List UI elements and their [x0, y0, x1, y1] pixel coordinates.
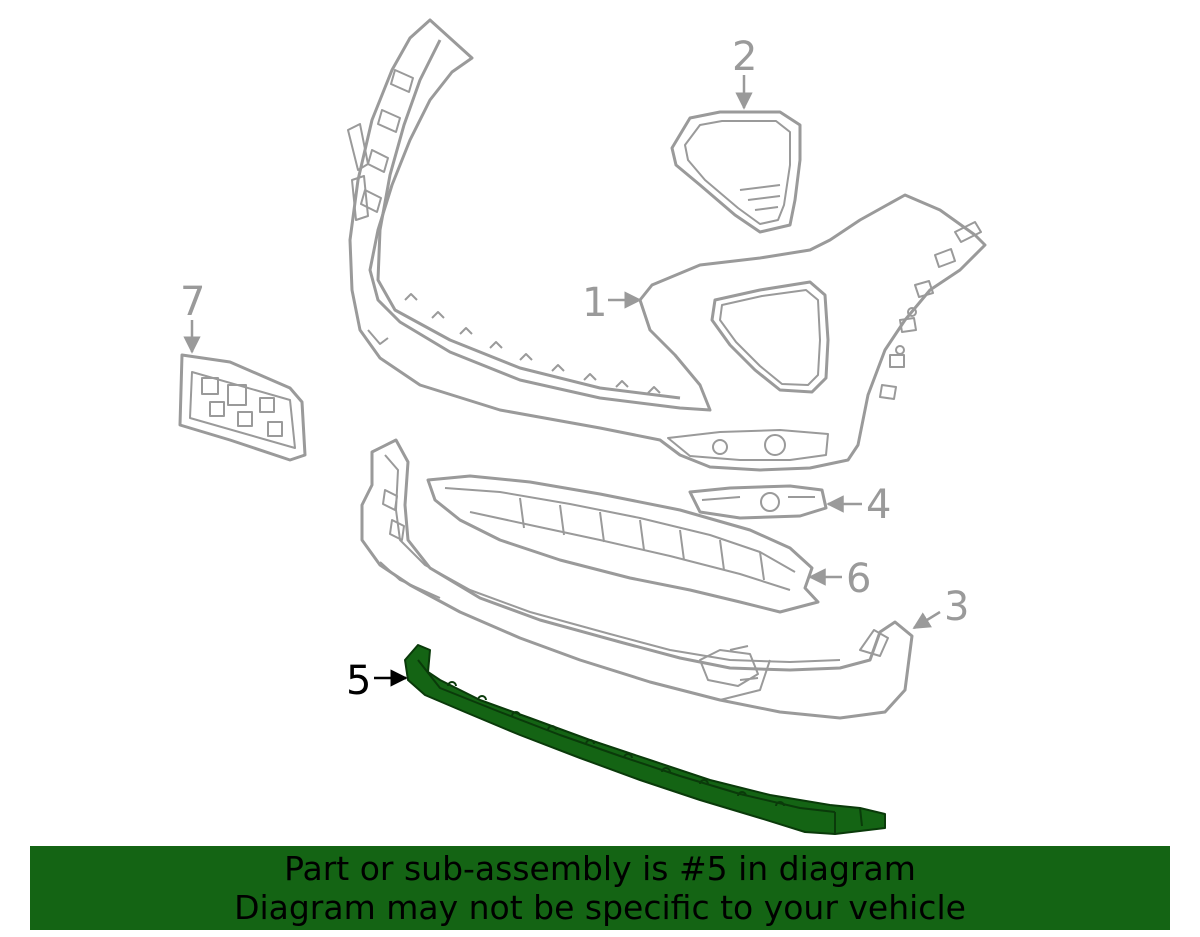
notice-banner: Part or sub-assembly is #5 in diagram Di… [30, 846, 1170, 930]
upper-bumper-cover [347, 18, 987, 472]
callout-5: 5 [346, 658, 371, 704]
callout-7: 7 [180, 279, 205, 325]
fog-lamp-bezel [670, 110, 802, 234]
callout-4: 4 [866, 482, 891, 528]
callout-1: 1 [582, 280, 607, 326]
banner-disclaimer: Diagram may not be specific to your vehi… [234, 888, 966, 927]
lower-fog-bezel [688, 484, 828, 520]
lower-valance-highlighted [404, 644, 886, 835]
banner-part-notice: Part or sub-assembly is #5 in diagram [284, 849, 916, 888]
leader-lines [183, 75, 941, 687]
callout-2: 2 [732, 34, 757, 80]
leader-3 [912, 610, 941, 630]
lower-grille [426, 474, 820, 614]
license-plate-bracket [178, 353, 307, 462]
callout-3: 3 [944, 584, 969, 630]
lower-bumper-cover [360, 438, 914, 720]
callout-6: 6 [846, 556, 871, 602]
